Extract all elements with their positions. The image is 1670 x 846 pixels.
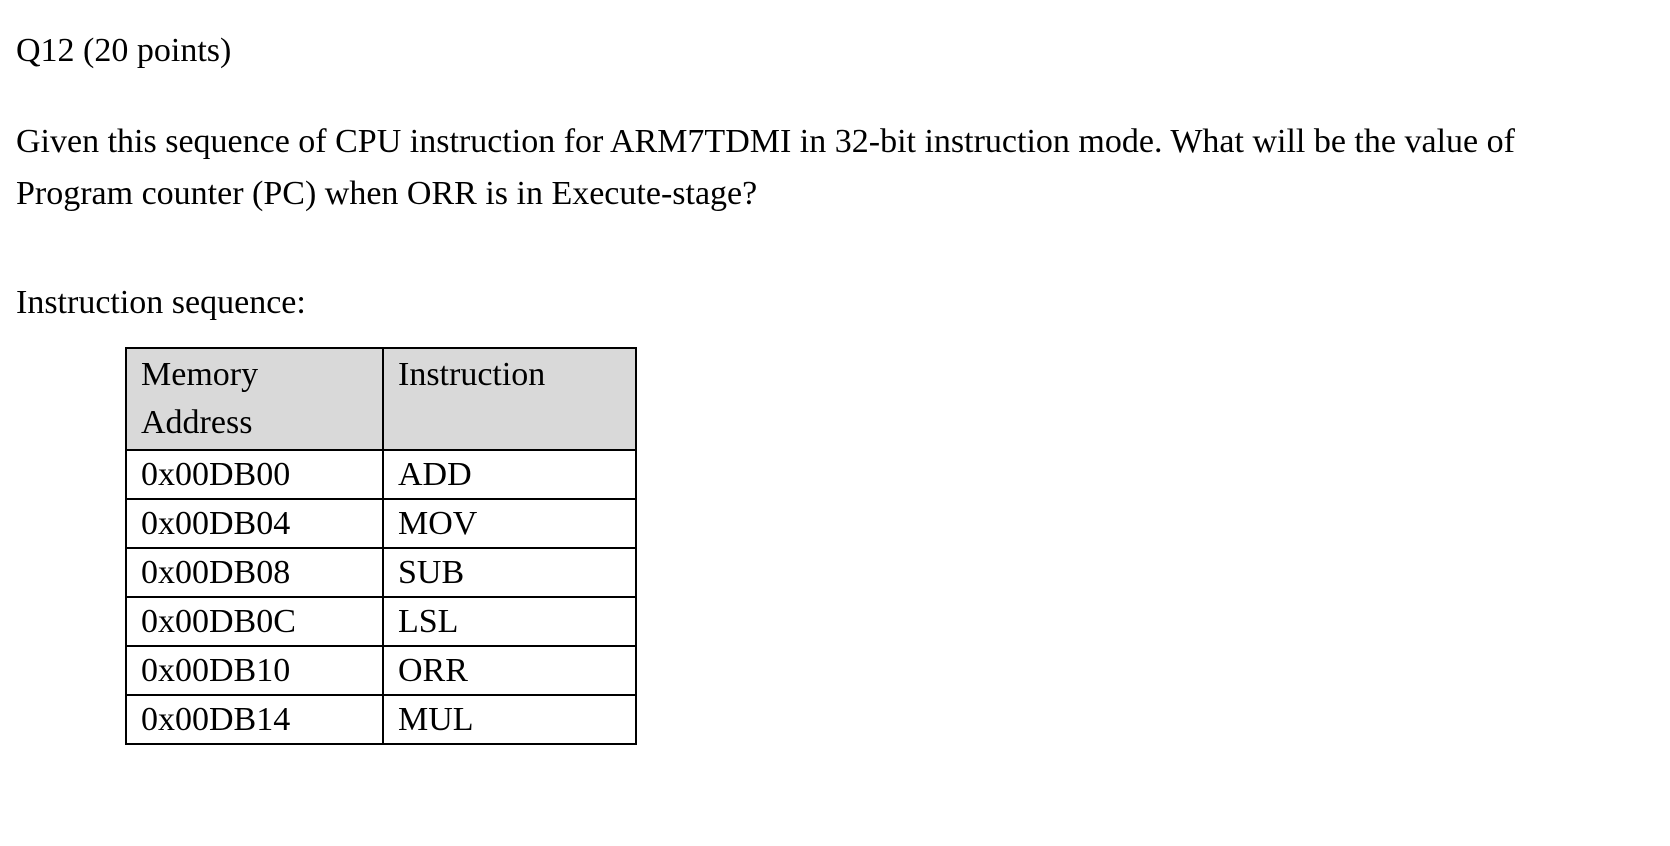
instruction-cell: SUB	[382, 547, 637, 598]
question-text: Given this sequence of CPU instruction f…	[16, 123, 1515, 212]
table-row: 0x00DB00 ADD	[125, 449, 637, 500]
memory-address-cell: 0x00DB10	[125, 645, 384, 696]
table-row: 0x00DB04 MOV	[125, 498, 637, 549]
instruction-cell: MOV	[382, 498, 637, 549]
table-row: 0x00DB08 SUB	[125, 547, 637, 598]
question-number-heading: Q12 (20 points)	[16, 32, 232, 69]
memory-address-cell: 0x00DB04	[125, 498, 384, 549]
table-row: 0x00DB14 MUL	[125, 694, 637, 745]
instruction-cell: MUL	[382, 694, 637, 745]
memory-address-cell: 0x00DB00	[125, 449, 384, 500]
instruction-cell: ORR	[382, 645, 637, 696]
table-row: 0x00DB10 ORR	[125, 645, 637, 696]
table-caption: Instruction sequence:	[16, 284, 306, 321]
instruction-cell: LSL	[382, 596, 637, 647]
column-header-instruction: Instruction	[382, 347, 637, 451]
table-header-row: Memory Address Instruction	[125, 347, 637, 451]
memory-address-cell: 0x00DB08	[125, 547, 384, 598]
memory-address-cell: 0x00DB14	[125, 694, 384, 745]
table-row: 0x00DB0C LSL	[125, 596, 637, 647]
column-header-memory-address: Memory Address	[125, 347, 384, 451]
instruction-sequence-table: Memory Address Instruction 0x00DB00 ADD …	[125, 347, 637, 745]
memory-address-cell: 0x00DB0C	[125, 596, 384, 647]
instruction-cell: ADD	[382, 449, 637, 500]
